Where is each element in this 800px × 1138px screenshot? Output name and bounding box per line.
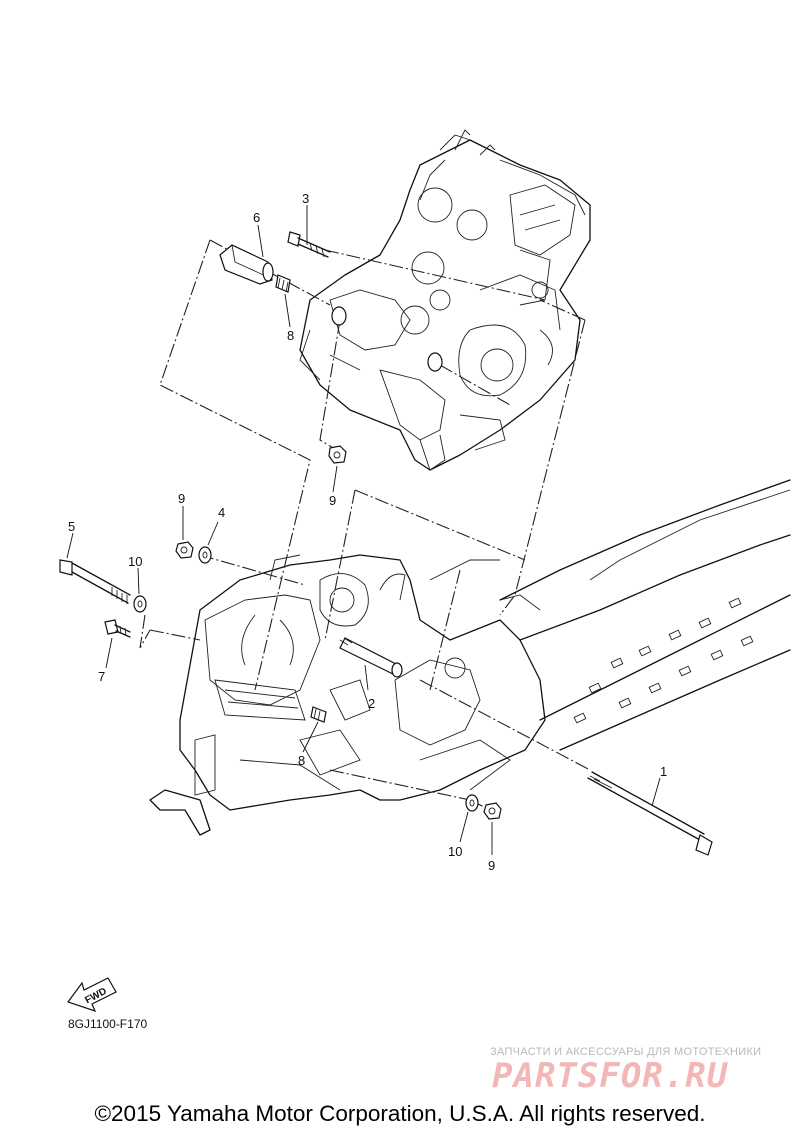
callout-3: 3 xyxy=(302,191,309,206)
assembly-lines xyxy=(139,239,591,811)
bracket-part-6 xyxy=(219,244,274,285)
stud-part-8-upper xyxy=(275,274,291,293)
copyright-notice: ©2015 Yamaha Motor Corporation, U.S.A. A… xyxy=(94,1101,706,1126)
washer-part-4 xyxy=(198,546,212,564)
nut-part-9-upper xyxy=(328,445,347,464)
callout-10-lower: 10 xyxy=(448,844,462,859)
callout-9-upper: 9 xyxy=(329,493,336,508)
washer-part-10-left xyxy=(133,595,147,613)
callout-4: 4 xyxy=(218,505,225,520)
watermark-logo: PARTSFOR.RU xyxy=(492,1056,729,1096)
diagram-code: 8GJ1100-F170 xyxy=(68,1017,148,1031)
frame-drawing xyxy=(149,554,546,836)
watermark-tagline: ЗАПЧАСТИ И АКСЕССУАРЫ ДЛЯ МОТОТЕХНИКИ xyxy=(490,1046,762,1058)
callout-9-left: 9 xyxy=(178,491,185,506)
nut-part-9-left xyxy=(175,541,194,559)
callout-10-left: 10 xyxy=(128,554,142,569)
nut-part-9-lower xyxy=(483,802,502,820)
callout-8-lower: 8 xyxy=(298,753,305,768)
engine-drawing xyxy=(299,129,591,471)
fwd-direction-arrow-icon: FWD xyxy=(67,977,117,1012)
callout-6: 6 xyxy=(253,210,260,225)
stud-part-8-lower xyxy=(310,706,327,723)
callout-1: 1 xyxy=(660,764,667,779)
callout-5: 5 xyxy=(68,519,75,534)
callout-9-lower: 9 xyxy=(488,858,495,873)
leader-lines xyxy=(66,205,661,855)
callout-labels: 1 2 3 4 5 6 7 8 8 8 9 9 9 10 10 xyxy=(68,191,667,873)
bolt-part-3 xyxy=(287,231,331,258)
tunnel-drawing xyxy=(499,479,791,751)
collar-part-2 xyxy=(339,637,403,678)
long-bolt-part-1 xyxy=(587,771,713,856)
bolt-part-7 xyxy=(104,619,131,638)
washer-part-10-lower xyxy=(465,794,479,812)
bolt-part-5 xyxy=(59,559,131,604)
hardware-parts xyxy=(59,231,713,856)
callout-2: 2 xyxy=(368,696,375,711)
callout-7: 7 xyxy=(98,669,105,684)
callout-8-upper: 8 xyxy=(287,328,294,343)
